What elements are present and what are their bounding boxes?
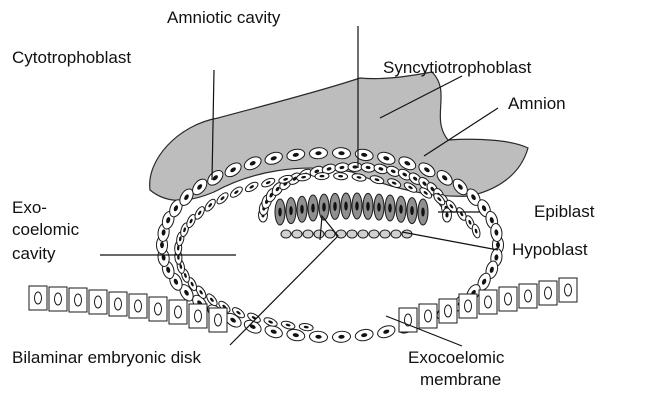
- hypoblast-cell: [358, 230, 368, 238]
- epiblast-cell-nucleus: [410, 206, 414, 215]
- hypoblast-cell: [314, 230, 324, 238]
- surface-cell: [169, 300, 187, 324]
- label-syncytiotrophoblast: Syncytiotrophoblast: [383, 58, 531, 78]
- surface-cell: [439, 299, 457, 323]
- epiblast-cell-nucleus: [278, 207, 282, 216]
- surface-cell: [49, 287, 67, 311]
- surface-cell: [129, 294, 147, 318]
- epiblast-cell-nucleus: [322, 203, 326, 212]
- hypoblast-cell: [391, 230, 401, 238]
- epiblast-cell-nucleus: [377, 203, 381, 212]
- epiblast-cell-nucleus: [333, 202, 337, 211]
- hypoblast-cell: [380, 230, 390, 238]
- cytotrophoblast-cell-nucleus: [160, 242, 164, 248]
- epiblast-layer: [275, 193, 428, 238]
- label-exocoelomic-membrane-line1: Exocoelomic: [408, 348, 504, 368]
- label-exocoelomic-cavity-line3: cavity: [12, 244, 55, 264]
- label-amnion: Amnion: [508, 94, 566, 114]
- label-exocoelomic-membrane-line2: membrane: [420, 370, 501, 390]
- label-exocoelomic-cavity-line2: coelomic: [12, 220, 79, 240]
- amnion-cell-nucleus: [353, 165, 358, 168]
- surface-cell: [419, 304, 437, 328]
- epiblast-cell-nucleus: [366, 202, 370, 211]
- surface-cell: [109, 292, 127, 316]
- epiblast-cell-nucleus: [355, 201, 359, 210]
- epiblast-cell-nucleus: [399, 205, 403, 214]
- label-bilaminar-embryonic-disk: Bilaminar embryonic disk: [12, 348, 201, 368]
- surface-cell: [189, 304, 207, 328]
- surface-cell: [539, 281, 557, 305]
- amnion-cell-nucleus: [445, 213, 448, 218]
- label-hypoblast: Hypoblast: [512, 240, 588, 260]
- surface-cell: [399, 308, 417, 332]
- surface-cell: [479, 290, 497, 314]
- label-exocoelomic-cavity-line1: Exo-: [12, 198, 47, 218]
- surface-cell: [519, 284, 537, 308]
- epiblast-cell-nucleus: [300, 205, 304, 214]
- hypoblast-cell: [347, 230, 357, 238]
- surface-cell: [69, 288, 87, 312]
- hypoblast-cell: [292, 230, 302, 238]
- surface-cell: [89, 290, 107, 314]
- label-cytotrophoblast: Cytotrophoblast: [12, 48, 131, 68]
- surface-cell: [209, 308, 227, 332]
- surface-cell: [29, 286, 47, 310]
- surface-cell: [459, 294, 477, 318]
- label-amniotic-cavity: Amniotic cavity: [167, 8, 280, 28]
- hypoblast-cell: [303, 230, 313, 238]
- surface-cell: [559, 278, 577, 302]
- leader-hypoblast: [402, 232, 498, 250]
- epiblast-cell-nucleus: [311, 203, 315, 212]
- surface-cell: [499, 287, 517, 311]
- hypoblast-cell: [369, 230, 379, 238]
- epiblast-cell-nucleus: [388, 203, 392, 212]
- hypoblast-cell: [281, 230, 291, 238]
- epiblast-cell-nucleus: [344, 201, 348, 210]
- label-epiblast: Epiblast: [534, 202, 594, 222]
- epiblast-cell-nucleus: [289, 206, 293, 215]
- surface-cell: [149, 297, 167, 321]
- epiblast-cell-nucleus: [421, 207, 425, 216]
- cytotrophoblast-cell-nucleus: [496, 242, 500, 248]
